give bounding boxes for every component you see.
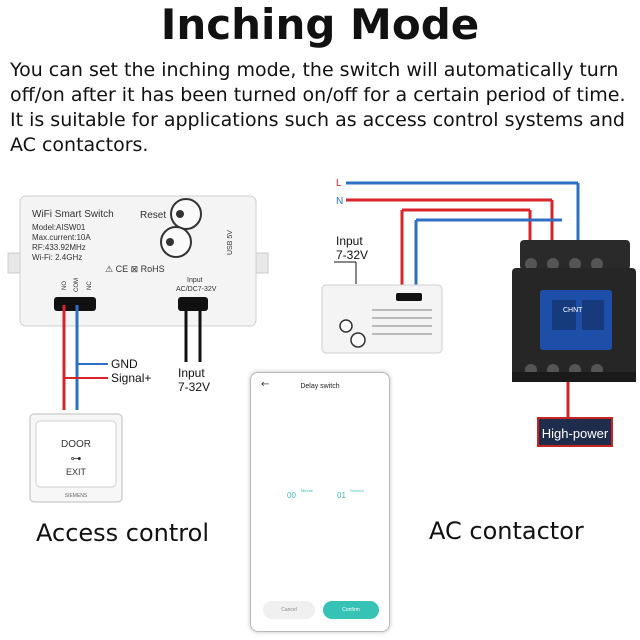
high-power-badge: High-power: [537, 417, 613, 447]
second-unit: Second: [350, 488, 364, 493]
smart-switch-module-left: WiFi Smart Switch Model:AISW01 Max.curre…: [7, 195, 269, 327]
module-current: Max.current:10A: [32, 233, 91, 242]
relay-terminal-block: [54, 297, 96, 311]
signal-label: Signal+: [111, 371, 151, 385]
back-arrow-icon[interactable]: ←: [261, 379, 270, 390]
module-wifi: Wi-Fi: 2.4GHz: [32, 253, 82, 262]
smart-switch-module-right: [321, 284, 443, 354]
module-input-range: AC/DC7-32V: [176, 286, 217, 293]
cancel-button[interactable]: Cancel: [263, 601, 315, 619]
door-brand: SIEMENS: [65, 493, 88, 499]
intro-text: You can set the inching mode, the switch…: [10, 59, 626, 156]
gnd-label: GND: [111, 357, 138, 371]
line-n-label: N: [336, 196, 343, 207]
ac-contactor: CHNT: [512, 240, 636, 382]
usb-label: USB 5V: [227, 230, 234, 255]
pair-button-icon: [160, 226, 192, 258]
module-model: Model:AISW01: [32, 223, 86, 232]
confirm-button[interactable]: Confirm: [323, 601, 379, 619]
left-input-label: Input: [178, 366, 205, 380]
terminal-nc-label: NC: [87, 281, 93, 290]
door-exit-button: DOOR ⊶ EXIT SIEMENS: [29, 413, 123, 503]
phone-screen-title: Delay switch: [300, 383, 340, 390]
exit-label: EXIT: [66, 467, 87, 477]
reset-button-icon: [170, 198, 202, 230]
left-input-range: 7-32V: [178, 380, 210, 394]
module-input-label: Input: [187, 277, 203, 284]
second-value[interactable]: 01: [337, 491, 346, 500]
door-label: DOOR: [61, 439, 91, 450]
reset-label: Reset: [140, 210, 166, 221]
cert-marks: ⚠ CE ⊠ RoHS: [105, 264, 165, 274]
access-control-caption: Access control: [36, 519, 209, 547]
page-title: Inching Mode: [160, 0, 480, 49]
input-terminal-block: [178, 297, 208, 311]
ac-contactor-caption: AC contactor: [429, 517, 584, 545]
phone-screen: ← Delay switch 00 Minute 01 Second Cance…: [250, 372, 390, 632]
terminal-no-label: NO: [62, 281, 68, 290]
module-name: WiFi Smart Switch: [32, 209, 114, 220]
minute-value[interactable]: 00: [287, 491, 296, 500]
line-l-label: L: [336, 178, 342, 189]
module-rf: RF:433.92MHz: [32, 243, 86, 252]
terminal-com-label: COM: [74, 278, 80, 292]
minute-unit: Minute: [301, 488, 314, 493]
right-input-range: 7-32V: [336, 248, 368, 262]
key-icon: ⊶: [71, 453, 82, 465]
contactor-brand: CHNT: [563, 307, 583, 314]
left-wires: [62, 305, 202, 410]
right-input-label: Input: [336, 234, 363, 248]
